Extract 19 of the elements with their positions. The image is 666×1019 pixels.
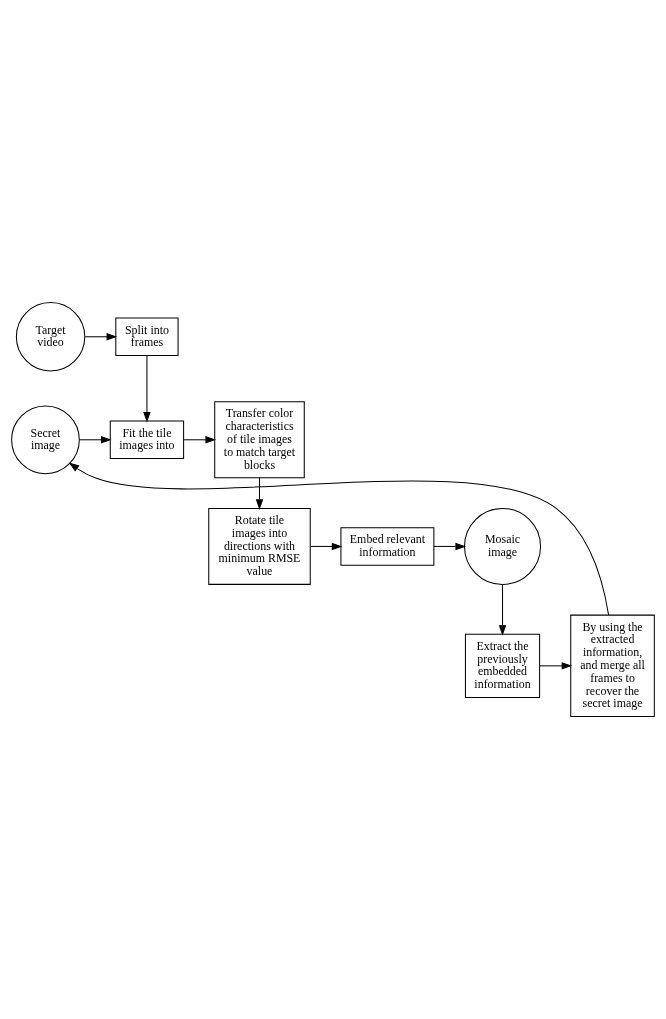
node-box: Transfer color characteristics of tile images to match target blocks: [214, 401, 305, 479]
node-circle: Mosaic image: [464, 507, 542, 585]
node-box: Rotate tile images into directions with minimum RMSE value: [208, 507, 311, 585]
node-circle: Target video: [15, 302, 86, 372]
node-box: Embed relevant information: [340, 527, 435, 566]
node-box: By using the extracted information, and merge all frames to recover the secret image: [570, 614, 655, 718]
arrow: [84, 333, 118, 341]
node-box: Extract the previously embedded information: [464, 633, 541, 698]
arrow: [539, 662, 573, 670]
arrow: [143, 355, 151, 423]
arrow: [183, 436, 216, 444]
arrow: [255, 477, 264, 510]
node-box: Split into frames: [115, 317, 179, 357]
arrow: [433, 542, 467, 551]
arrow: [498, 584, 507, 636]
arrow: [68, 462, 610, 616]
arrow: [79, 436, 112, 444]
node-box: Fit the tile images into: [109, 420, 185, 460]
arrow: [309, 542, 343, 551]
